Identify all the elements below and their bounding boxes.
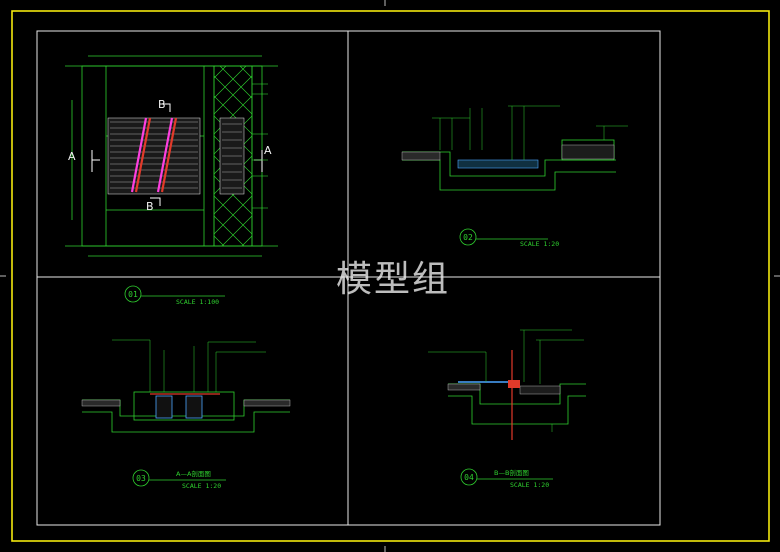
section-b-marker-top: B — [158, 98, 166, 111]
drawing-03-number: 03 — [136, 474, 146, 483]
drawing-04-scale: SCALE 1:20 — [510, 481, 549, 489]
detail-section-02: 02 SCALE 1:20 — [401, 105, 628, 248]
drawing-01-number: 01 — [128, 290, 138, 299]
drawing-02-number: 02 — [463, 233, 473, 242]
watermark: 模型组 — [335, 259, 450, 300]
drawing-04-number: 04 — [464, 473, 474, 482]
drawing-02-scale: SCALE 1:20 — [520, 240, 559, 248]
section-a-a-leaders — [112, 339, 266, 392]
section-a-marker-left: A — [68, 150, 76, 163]
section-b-b: 04 B—B剖面图 SCALE 1:20 — [428, 329, 586, 489]
section-b-marker-bottom: B — [146, 200, 154, 213]
drawing-04-title: B—B剖面图 — [494, 468, 529, 477]
plan-leaders — [252, 83, 268, 209]
detail-02-leaders — [432, 105, 628, 160]
section-a-a: 03 A—A剖面图 SCALE 1:20 — [81, 339, 291, 490]
plan-view: A A B B 01 SCALE 1:100 — [65, 55, 278, 306]
drawing-03-title: A—A剖面图 — [176, 469, 211, 478]
sheet-border — [11, 10, 770, 542]
section-a-marker-right: A — [264, 144, 272, 157]
section-b-b-leaders — [428, 329, 584, 432]
drawing-01-scale: SCALE 1:100 — [176, 298, 219, 306]
drawing-03-scale: SCALE 1:20 — [182, 482, 221, 490]
